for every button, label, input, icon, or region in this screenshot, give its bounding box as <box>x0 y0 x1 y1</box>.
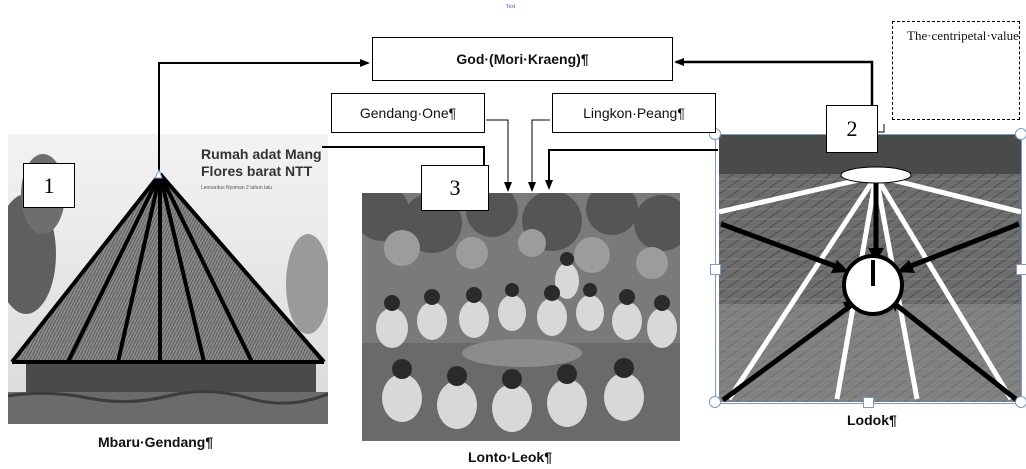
lonto-leok-caption: Lonto·Leok¶ <box>468 449 552 465</box>
centripetal-value-box: The·centripetal·value·of·the·Lonto·Leok· <box>892 21 1020 120</box>
resize-handle-left[interactable] <box>710 264 721 275</box>
resize-handle-bottom-left[interactable] <box>709 396 721 408</box>
text-marker: Text <box>506 4 516 10</box>
resize-handle-right[interactable] <box>1016 264 1026 275</box>
marker-3: 3 <box>421 165 489 211</box>
lonto-leok-illustration <box>362 193 680 441</box>
resize-handle-top-right[interactable] <box>1015 128 1026 140</box>
mbaru-gendang-caption: Mbaru·Gendang¶ <box>98 434 214 450</box>
lingkon-to-lonto-arrow <box>528 119 550 192</box>
lingkon-peang-label: Lingkon·Peang¶ <box>583 105 685 121</box>
overlay-line-3: Leonardus Nyoman 2 tahun lalu <box>201 185 272 191</box>
marker-1: 1 <box>23 163 75 208</box>
lonto-leok-photo <box>362 193 680 441</box>
god-box: God·(Mori·Kraeng)¶ <box>372 37 673 81</box>
lingkon-peang-box: Lingkon·Peang¶ <box>552 93 716 133</box>
lodok-illustration <box>719 134 1021 402</box>
gendang-to-lonto-arrow <box>486 119 512 192</box>
resize-handle-bottom[interactable] <box>863 397 874 408</box>
gendang-one-label: Gendang·One¶ <box>359 105 457 121</box>
god-box-label: God·(Mori·Kraeng)¶ <box>456 51 589 67</box>
resize-handle-bottom-right[interactable] <box>1015 396 1026 408</box>
overlay-line-2: Flores barat NTT <box>201 163 313 179</box>
mbaru-to-god-arrow <box>158 59 370 172</box>
marker-2: 2 <box>826 105 878 153</box>
centripetal-value-text: The·centripetal·value·of·the·Lonto·Leok· <box>907 28 1019 43</box>
overlay-line-1: Rumah adat Mang <box>201 146 322 162</box>
lodok-caption: Lodok¶ <box>847 412 897 428</box>
lodok-to-lonto-arrow <box>545 149 718 190</box>
gendang-one-box: Gendang·One¶ <box>331 93 485 133</box>
photo-overlay-title: Rumah adat Mang Flores barat NTT Leonard… <box>201 146 322 197</box>
peak-star-icon <box>154 168 163 179</box>
lodok-photo <box>719 134 1021 402</box>
